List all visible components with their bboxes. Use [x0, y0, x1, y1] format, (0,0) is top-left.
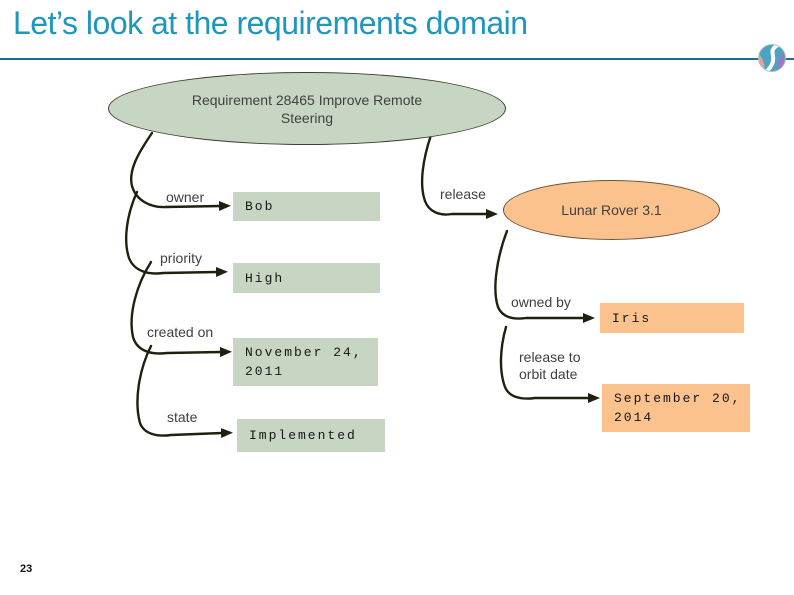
created-on-value-box: November 24, 2011 — [233, 338, 378, 386]
state-connector — [136, 344, 233, 439]
logo-icon — [758, 44, 786, 72]
priority-connector — [124, 190, 228, 278]
owned-by-connector — [494, 229, 595, 323]
page-number: 23 — [20, 563, 33, 575]
page-title: Let’s look at the requirements domain — [13, 5, 528, 41]
created-on-connector — [130, 260, 232, 358]
release-to-orbit-value-box: September 20, 2014 — [602, 384, 750, 432]
header-divider — [0, 58, 794, 60]
release-to-orbit-connector — [499, 325, 600, 403]
attribute-label-owner: owner — [166, 189, 205, 205]
release-ellipse: Lunar Rover 3.1 — [503, 180, 720, 240]
requirement-ellipse-label: Requirement 28465 Improve Remote Steerin… — [191, 91, 423, 126]
release-ellipse-label: Lunar Rover 3.1 — [561, 202, 662, 218]
state-value-box: Implemented — [237, 419, 385, 452]
attribute-label-release: release — [440, 186, 486, 202]
attribute-label-state: state — [167, 409, 198, 425]
attribute-label-owned-by: owned by — [511, 294, 571, 310]
attribute-label-release-to-orbit: release to orbit date — [519, 349, 581, 382]
release-connector — [420, 133, 498, 219]
owner-connector — [129, 131, 231, 212]
owner-value-box: Bob — [233, 192, 380, 221]
attribute-label-priority: priority — [160, 250, 203, 266]
owned-by-value-box: Iris — [600, 303, 744, 333]
priority-value-box: High — [233, 263, 380, 293]
requirement-ellipse: Requirement 28465 Improve Remote Steerin… — [108, 72, 506, 145]
attribute-label-created-on: created on — [147, 324, 214, 340]
